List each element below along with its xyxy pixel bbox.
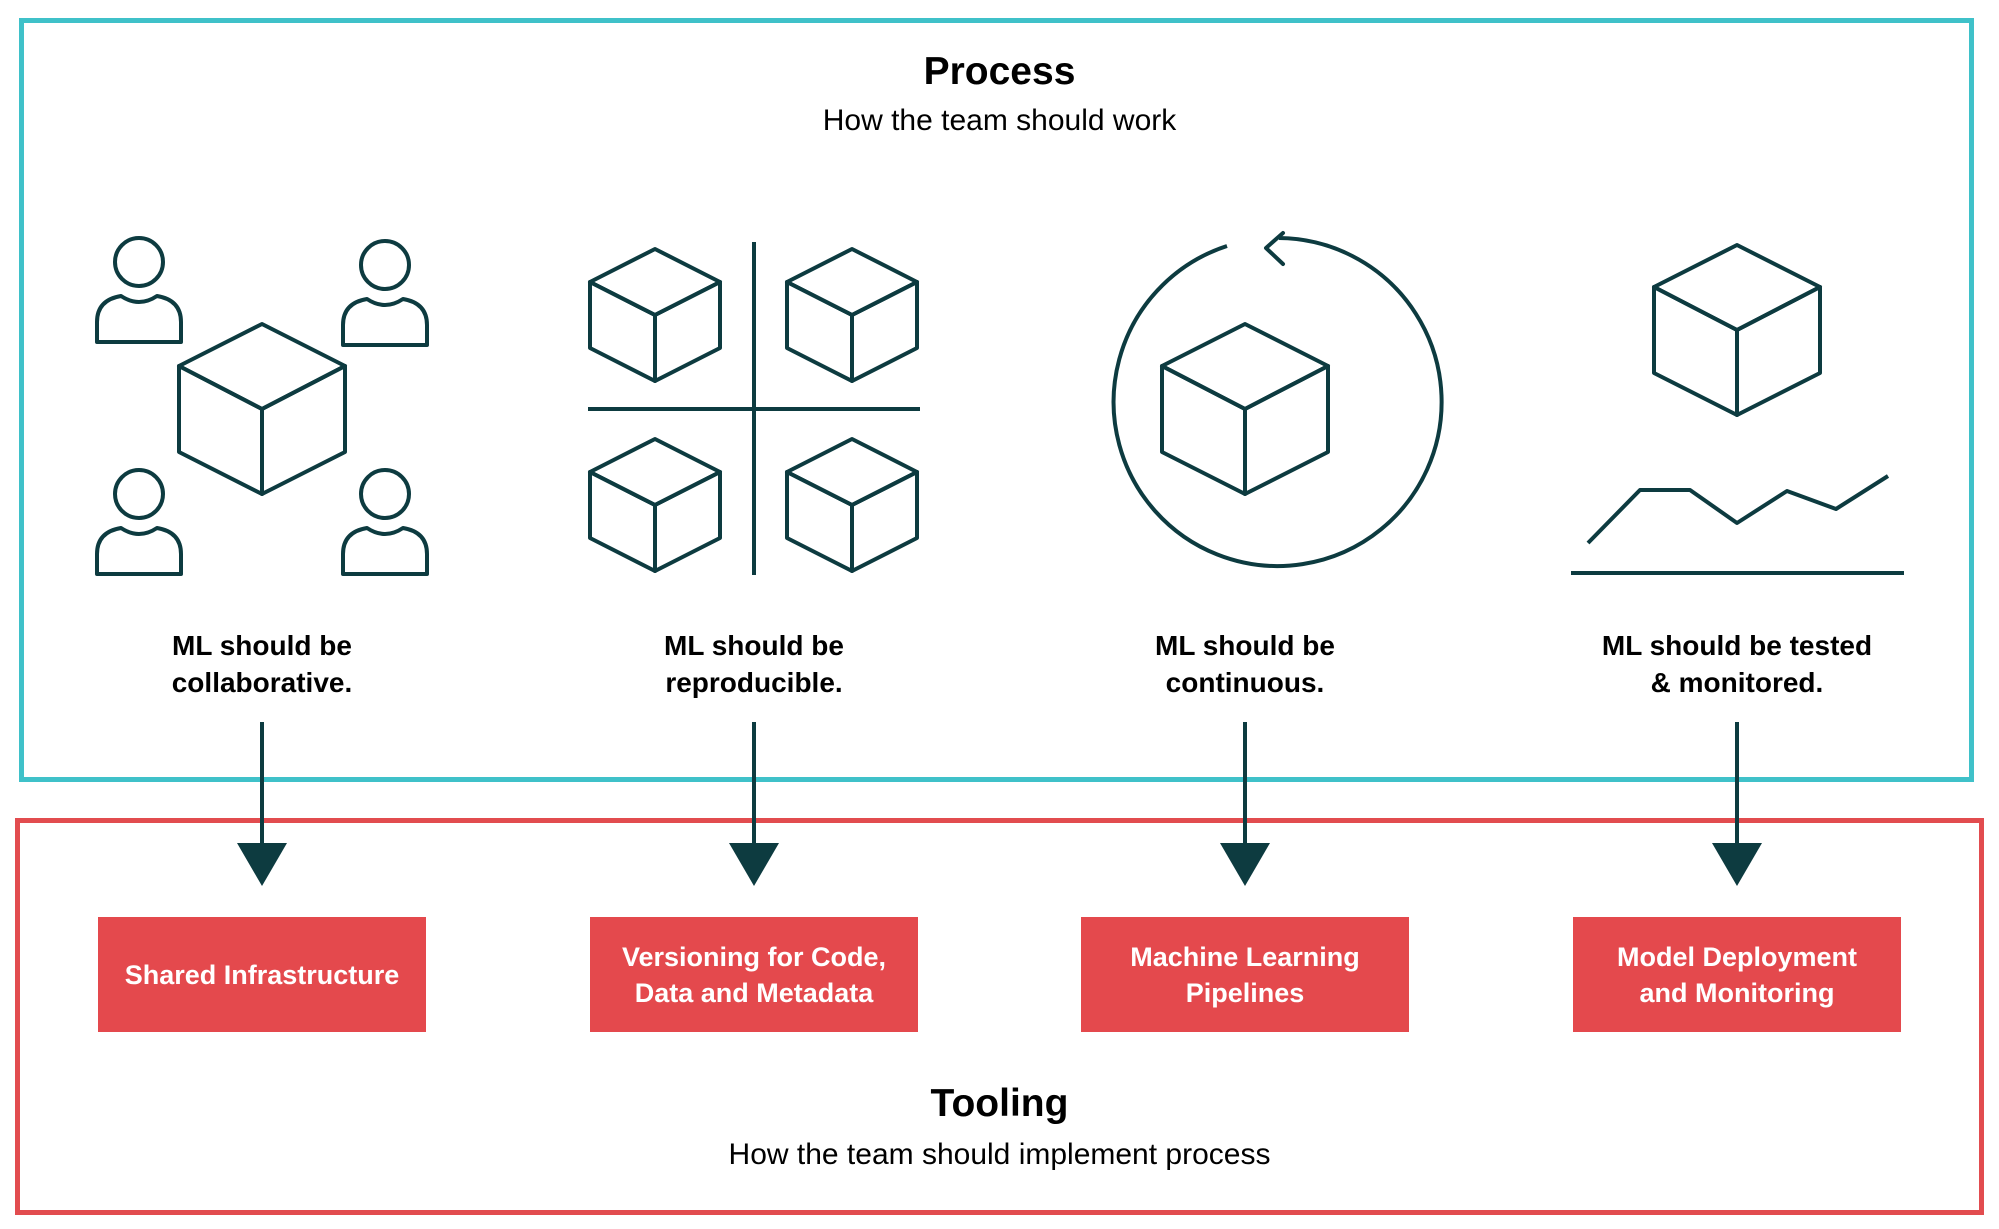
principle-caption-continuous: ML should be continuous.: [1155, 630, 1335, 698]
tool-versioning: Versioning for Code, Data and Metadata: [590, 917, 918, 1032]
cycle-cube-icon: [1111, 231, 1444, 568]
tooling-box: [15, 818, 1984, 1215]
process-box: [19, 18, 1974, 782]
tool-shared-infrastructure: Shared Infrastructure: [98, 917, 426, 1032]
principle-caption-collaborative: ML should be collaborative.: [171, 630, 353, 698]
tooling-subtitle: How the team should implement process: [728, 1138, 1271, 1171]
four-cubes-icon: [588, 242, 920, 575]
arrow-down-icon: [1712, 722, 1762, 886]
process-title: Process: [923, 50, 1076, 93]
tool-deployment-monitoring: Model Deployment and Monitoring: [1573, 917, 1901, 1032]
arrow-down-icon: [1220, 722, 1270, 886]
arrow-down-icon: [237, 722, 287, 886]
tool-ml-pipelines: Machine Learning Pipelines: [1081, 917, 1409, 1032]
arrow-down-icon: [729, 722, 779, 886]
process-subtitle: How the team should work: [822, 104, 1177, 137]
cube-chart-icon: [1571, 243, 1904, 575]
principle-caption-reproducible: ML should be reproducible.: [664, 630, 844, 698]
principle-caption-tested-monitored: ML should be tested & monitored.: [1601, 630, 1873, 698]
people-cube-icon: [95, 236, 429, 576]
tooling-title: Tooling: [930, 1082, 1069, 1125]
